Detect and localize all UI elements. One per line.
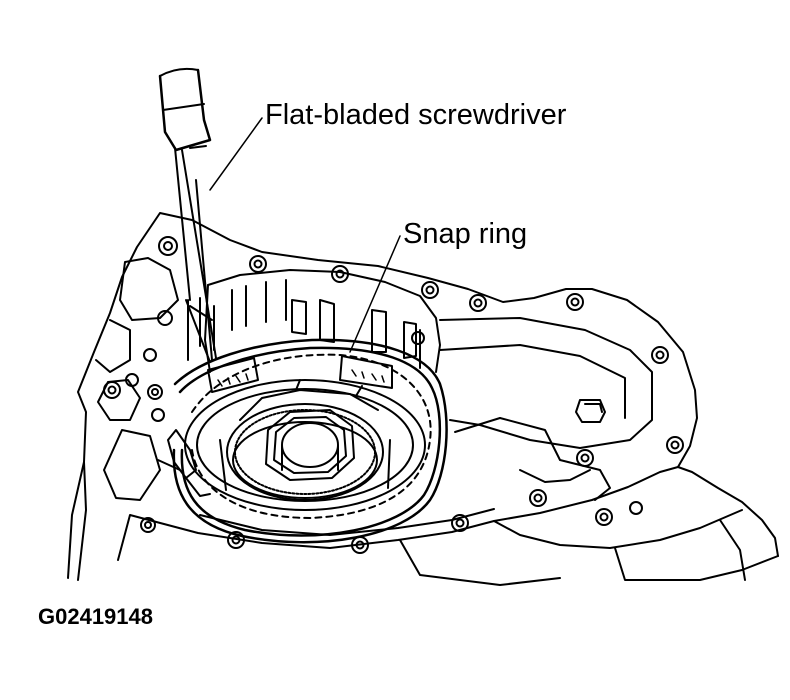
ring-gear (226, 403, 384, 501)
clutch-drum (207, 269, 441, 373)
screwdriver-handle (158, 68, 212, 152)
hex-nut (265, 409, 355, 481)
screwdriver-leader (209, 117, 263, 191)
case-outline (67, 212, 779, 579)
right-cavity (439, 317, 653, 449)
figure-code: G02419148 (38, 604, 153, 629)
case-left-wall (77, 461, 87, 581)
carrier-outer (184, 379, 426, 511)
screwdriver (158, 67, 217, 363)
snap-ring-leader (349, 235, 401, 353)
snap-ring (178, 346, 442, 537)
case-flange-bottom (117, 466, 679, 561)
case-bolt-bosses (103, 236, 684, 554)
snap-ring-callout: Snap ring (403, 218, 528, 250)
case-lower-right (493, 509, 743, 549)
screwdriver-callout: Flat-bladed screwdriver (265, 99, 567, 131)
